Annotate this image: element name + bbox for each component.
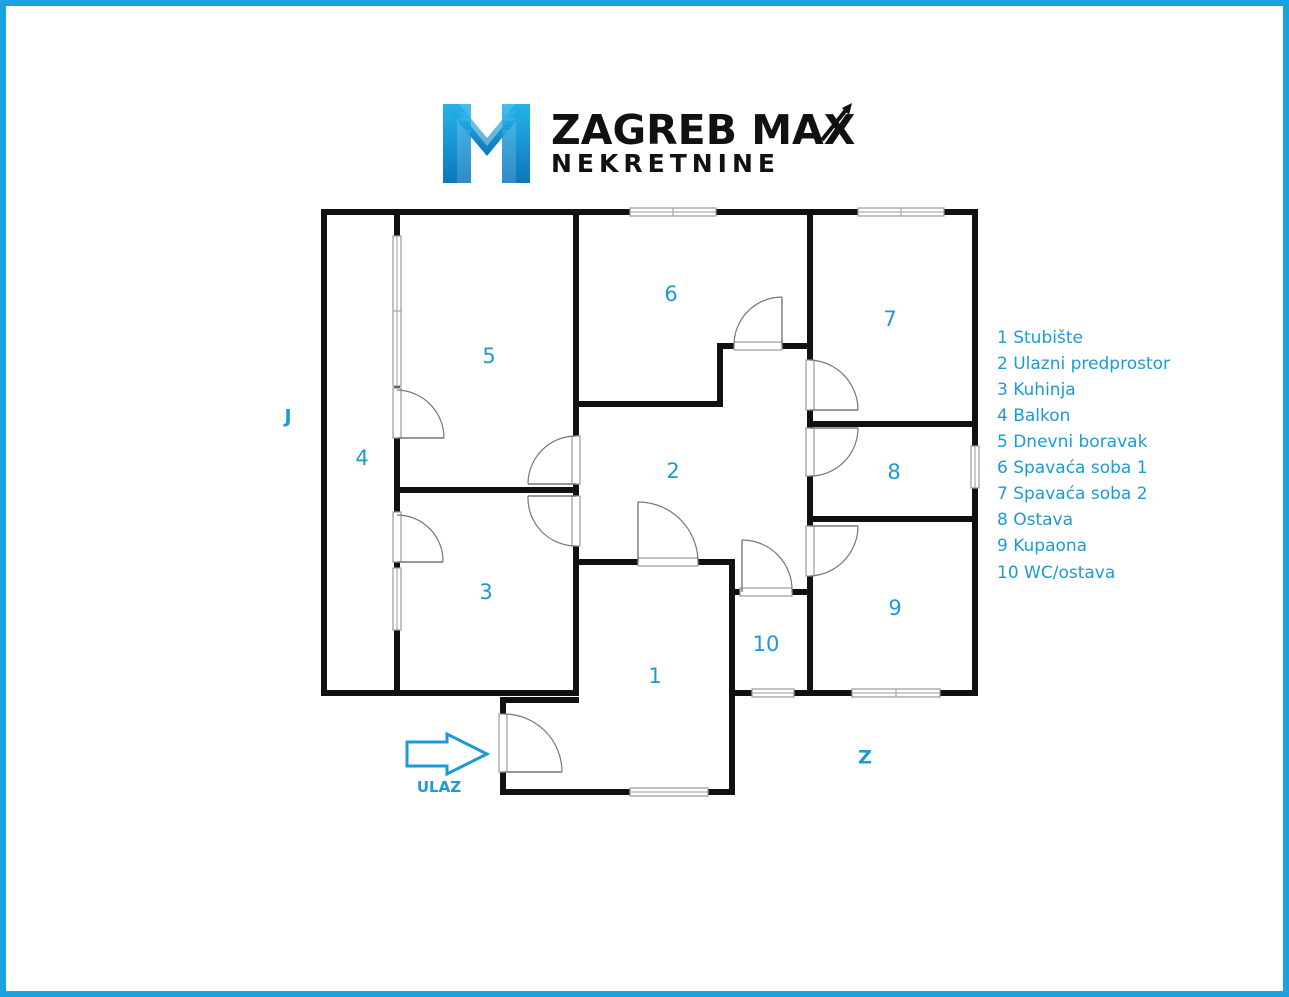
brand-name: ZAGREB MAX	[551, 106, 855, 154]
brand-subtitle: NEKRETNINE	[551, 149, 780, 178]
room-label-2: 2	[666, 459, 679, 483]
room-label-7: 7	[883, 307, 896, 331]
room-label-5: 5	[482, 344, 495, 368]
room-label-9: 9	[888, 596, 901, 620]
legend-item: 8 Ostava	[997, 510, 1073, 530]
doors	[392, 296, 859, 773]
orientation-west: J	[282, 406, 291, 428]
growth-arrow-icon	[820, 103, 852, 142]
windows	[392, 207, 980, 797]
room-label-8: 8	[887, 460, 900, 484]
walls	[321, 209, 978, 795]
legend-item: 6 Spavaća soba 1	[997, 458, 1148, 478]
legend-item: 1 Stubište	[997, 328, 1083, 348]
legend-item: 9 Kupaona	[997, 536, 1087, 556]
entrance-label: ULAZ	[417, 778, 461, 796]
legend-item: 3 Kuhinja	[997, 380, 1076, 400]
room-labels: 1 2 3 4 5 6 7 8 9 10	[355, 282, 901, 688]
room-label-10: 10	[753, 632, 780, 656]
legend-item: 2 Ulazni predprostor	[997, 354, 1170, 374]
legend-item: 5 Dnevni boravak	[997, 432, 1148, 452]
room-label-1: 1	[648, 664, 661, 688]
orientation-east: Z	[858, 747, 872, 769]
room-label-3: 3	[479, 580, 492, 604]
room-legend: 1 Stubište 2 Ulazni predprostor 3 Kuhinj…	[997, 328, 1170, 583]
room-label-4: 4	[355, 446, 368, 470]
room-label-6: 6	[664, 282, 677, 306]
legend-item: 4 Balkon	[997, 406, 1070, 426]
legend-item: 10 WC/ostava	[997, 563, 1115, 583]
legend-item: 7 Spavaća soba 2	[997, 484, 1148, 504]
entrance-arrow-icon	[405, 731, 491, 777]
brand-logo: ZAGREB MAX NEKRETNINE	[443, 103, 855, 183]
brand-mark-icon	[443, 104, 530, 183]
